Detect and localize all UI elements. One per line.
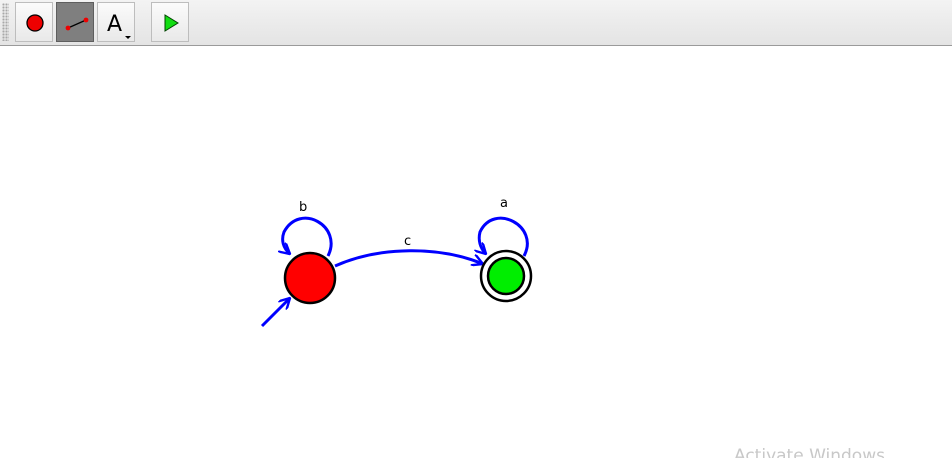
transition-tool-icon xyxy=(65,17,89,31)
text-tool-glyph: A xyxy=(107,12,122,37)
text-tool-button[interactable]: A xyxy=(97,2,135,42)
automaton-diagram: b c a xyxy=(260,196,533,328)
state-tool-icon xyxy=(26,14,44,32)
transition-label-a[interactable]: a xyxy=(500,196,508,211)
toolbar: A xyxy=(0,0,952,46)
state-tool-button[interactable] xyxy=(15,2,53,42)
run-button[interactable] xyxy=(151,2,189,42)
transition-edge-b[interactable] xyxy=(283,216,333,257)
transition-label-c[interactable]: c xyxy=(404,234,411,249)
state-accept[interactable] xyxy=(486,256,526,296)
windows-activation-watermark: Activate Windows xyxy=(734,446,885,458)
transition-tool-button[interactable] xyxy=(56,2,94,42)
text-tool-icon: A xyxy=(107,12,131,39)
transition-label-b[interactable]: b xyxy=(299,200,307,215)
automaton-canvas[interactable]: b c a xyxy=(0,47,952,458)
transition-edge-c[interactable] xyxy=(334,249,483,268)
initial-state-arrow xyxy=(260,298,290,328)
state-start[interactable] xyxy=(283,251,337,305)
dropdown-arrow-icon xyxy=(125,36,131,39)
toolbar-grip[interactable] xyxy=(2,3,9,41)
play-icon xyxy=(164,14,179,32)
transition-edge-a[interactable] xyxy=(479,216,529,257)
